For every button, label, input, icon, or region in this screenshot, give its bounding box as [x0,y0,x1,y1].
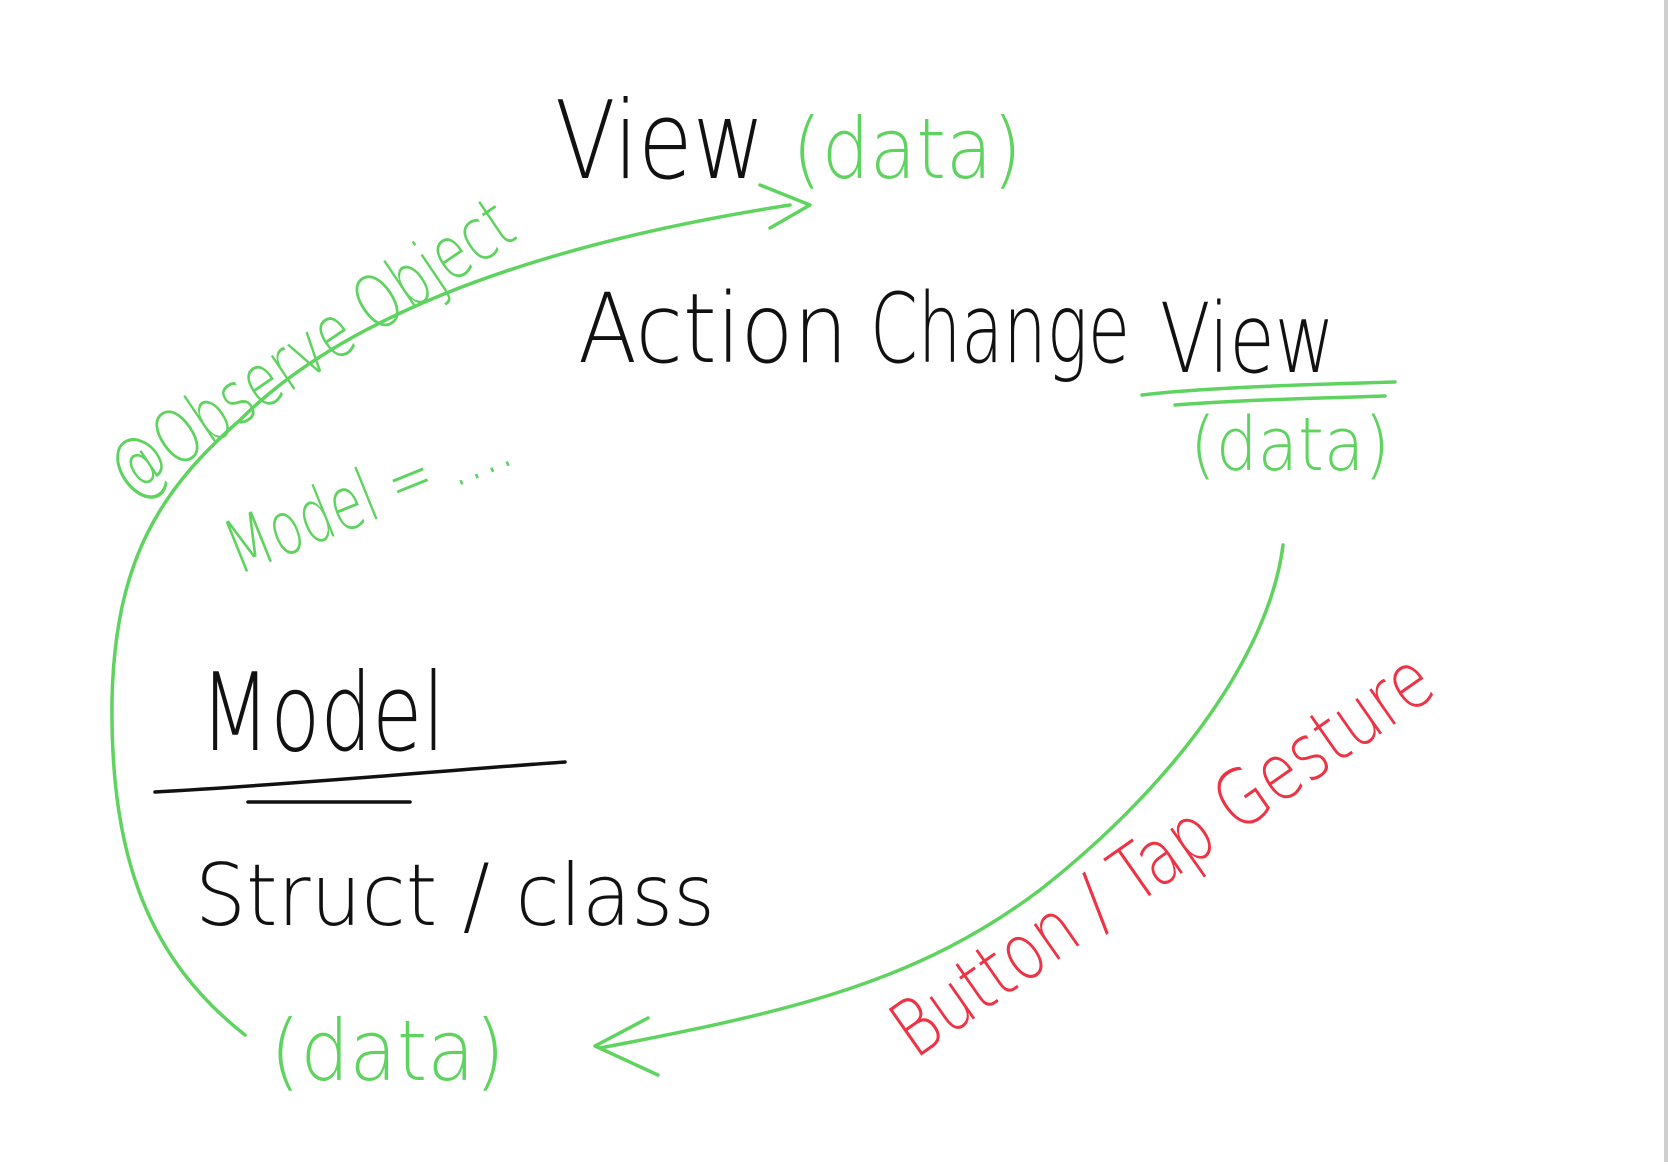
button-tap-gesture-label: Button / Tap Gesture [874,635,1450,1076]
model-underline [153,760,567,794]
action-arrowhead [593,1016,660,1077]
view-right-data-label: (data) [1190,402,1390,488]
action-label: Action [578,273,848,385]
view-right-underline-2 [1173,394,1387,407]
model-data-label: (data) [270,1002,505,1100]
struct-class-label: Struct / class [195,846,715,946]
view-top-data-label: (data) [792,100,1022,198]
model-label: Model [200,651,445,776]
observe-arrowhead [758,183,812,230]
action-flow-arrow [598,543,1285,1050]
page-edge [1664,0,1668,1162]
change-label: Change [870,273,1130,385]
observe-flow-arrow [110,203,792,1037]
view-top-label: View [555,79,765,204]
view-right-underline [1140,380,1397,397]
view-right-label: View [1160,283,1335,395]
